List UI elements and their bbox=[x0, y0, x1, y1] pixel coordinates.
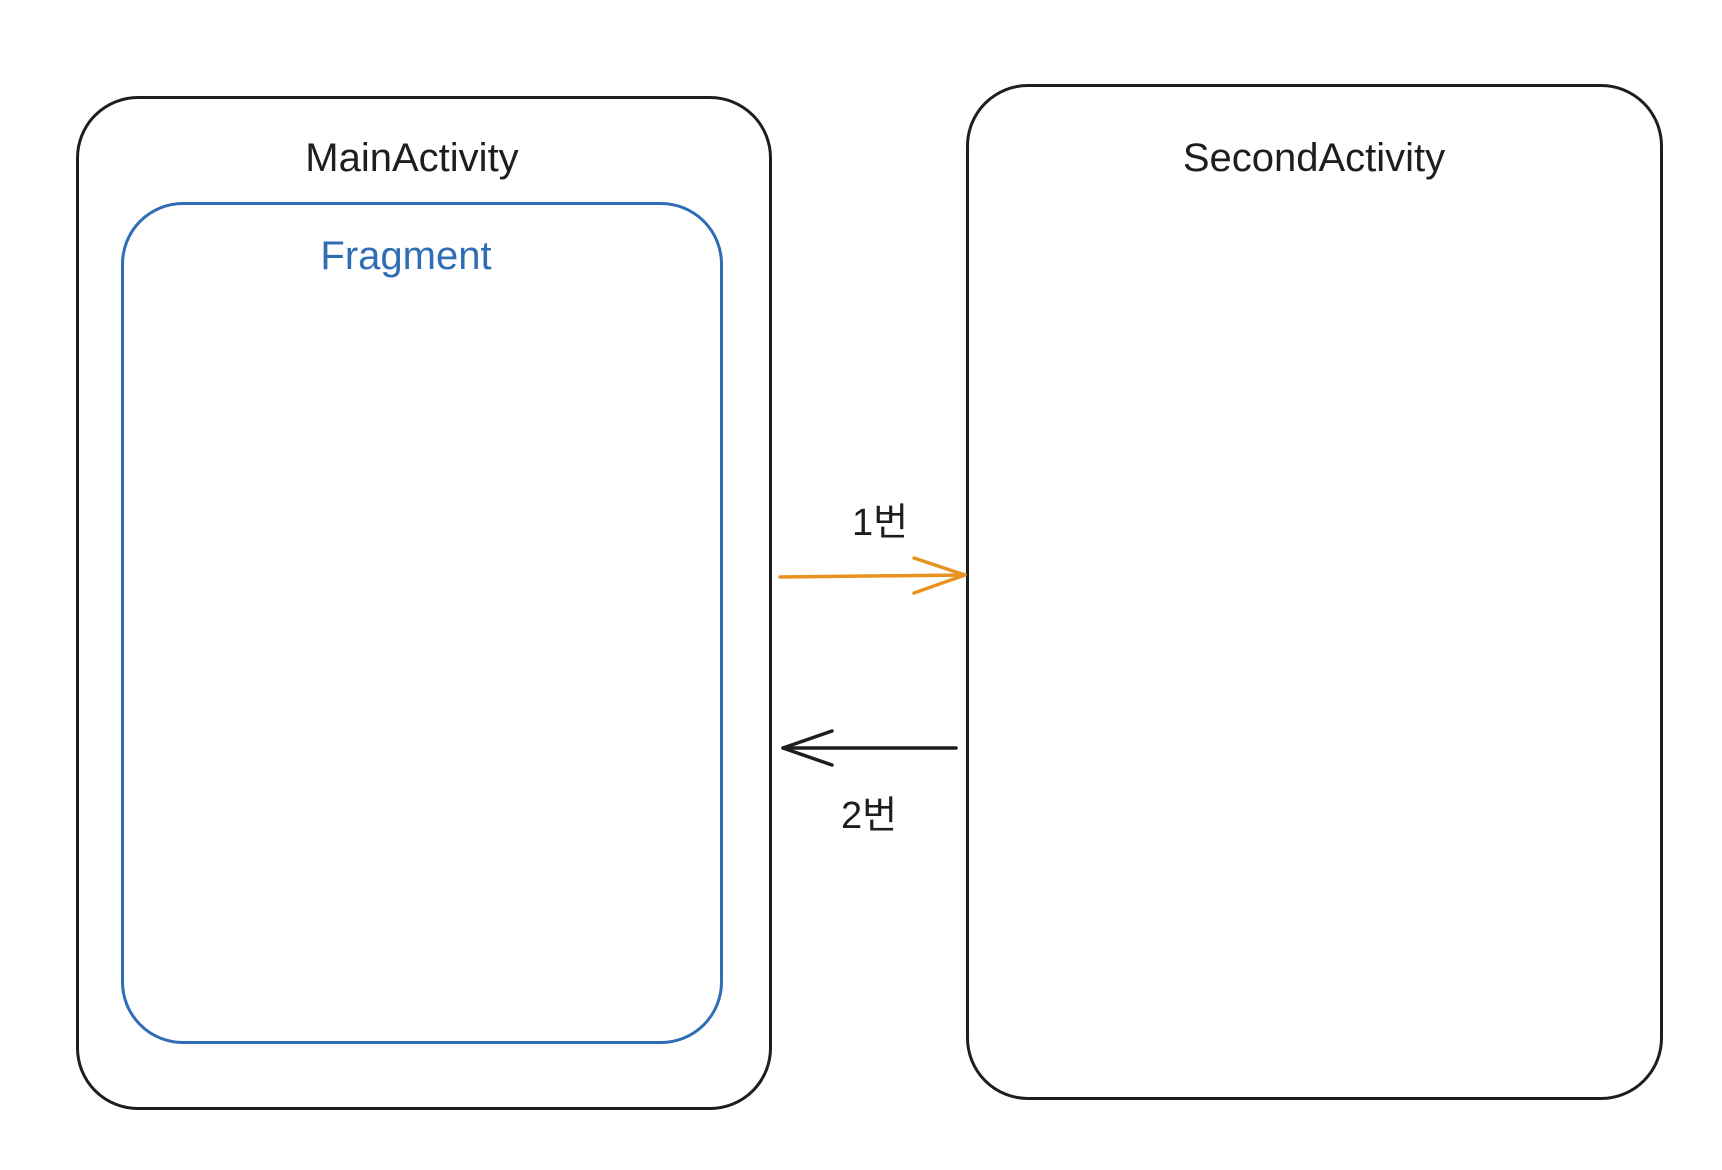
arrow-1-label: 1번 bbox=[851, 502, 909, 544]
second-activity-box bbox=[966, 84, 1663, 1100]
arrow-2-to-main bbox=[781, 729, 958, 767]
main-activity-box bbox=[76, 96, 772, 1110]
fragment-label: Fragment bbox=[320, 234, 492, 278]
fragment-box bbox=[121, 202, 723, 1044]
main-activity-label: MainActivity bbox=[305, 136, 519, 180]
second-activity-label: SecondActivity bbox=[1182, 136, 1446, 180]
arrow-2-label: 2번 bbox=[840, 795, 898, 837]
arrow-1-to-second bbox=[778, 556, 967, 595]
